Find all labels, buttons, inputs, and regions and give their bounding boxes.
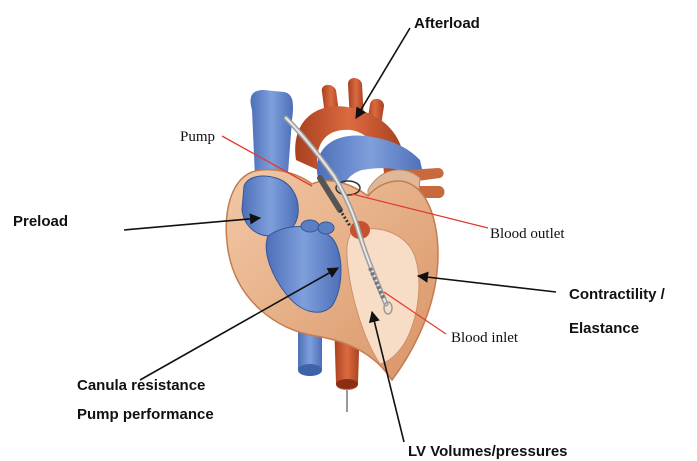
blood-inlet-label: Blood inlet [451, 330, 519, 346]
elastance-label: Elastance [569, 320, 639, 337]
contractility-arrow [418, 276, 556, 292]
preload-label: Preload [13, 213, 68, 230]
contractility-label: Contractility / [569, 286, 666, 303]
descending-aorta-opening [336, 379, 358, 389]
lv-volumes-label: LV Volumes/pressures [408, 443, 568, 460]
blood-outlet-label: Blood outlet [490, 226, 565, 242]
heart-illustration [226, 78, 444, 412]
afterload-label: Afterload [414, 15, 480, 32]
tricuspid-cusp-2 [318, 222, 334, 234]
canula-resistance-label: Canula resistance [77, 377, 205, 394]
pump-label: Pump [180, 129, 215, 145]
tricuspid-cusp-1 [301, 220, 319, 232]
pump-performance-label: Pump performance [77, 406, 214, 423]
inferior-vena-cava-opening [298, 364, 322, 376]
